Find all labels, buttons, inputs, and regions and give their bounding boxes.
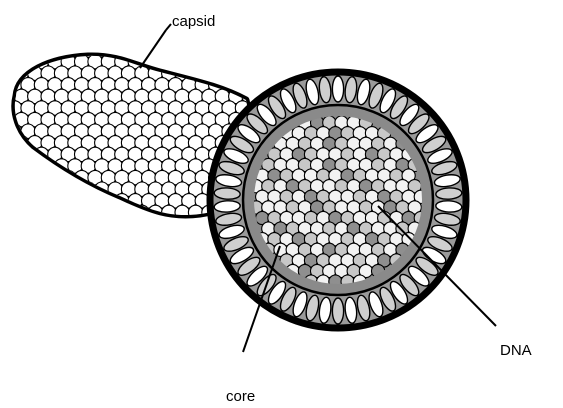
tail-bead (8, 170, 22, 184)
shell-capsomer (332, 76, 343, 102)
tail-bead (1, 136, 15, 150)
tail-bead (195, 217, 209, 231)
tail-bead (28, 205, 42, 219)
tail-bead (1, 66, 15, 80)
tail-bead (88, 194, 102, 208)
tail-bead (235, 78, 249, 92)
tail-bead (8, 194, 22, 208)
tail-bead (209, 54, 223, 68)
tail-bead (195, 54, 209, 68)
tail-bead (182, 54, 196, 68)
tail-bead (255, 43, 269, 57)
tail-bead (202, 43, 216, 57)
tail-bead (229, 66, 243, 80)
tail-bead (235, 54, 249, 68)
tail-bead (61, 217, 75, 231)
tail-bead (242, 66, 256, 80)
tail-bead (215, 43, 229, 57)
tail-bead (75, 194, 89, 208)
tail-bead (8, 147, 22, 161)
tail-bead (68, 205, 82, 219)
tail-bead (28, 159, 42, 173)
capsid-label: capsid (172, 13, 215, 30)
tail-bead (75, 217, 89, 231)
tail-bead (115, 217, 129, 231)
tail-bead (54, 182, 68, 196)
tail-bead (14, 205, 28, 219)
tail-bead (249, 78, 263, 92)
tail-bead (1, 182, 15, 196)
tail-bead (168, 217, 182, 231)
tail-bead (28, 182, 42, 196)
tail-bead (21, 54, 35, 68)
tail-bead (1, 159, 15, 173)
tail-bead (54, 205, 68, 219)
tail-bead (242, 43, 256, 57)
tail-bead (202, 66, 216, 80)
tail-bead (249, 54, 263, 68)
tail-bead (135, 43, 149, 57)
tail-bead (168, 54, 182, 68)
tail-bead (48, 170, 62, 184)
tail-bead (155, 217, 169, 231)
tail-bead (108, 205, 122, 219)
tail-bead (95, 205, 109, 219)
tail-bead (101, 217, 115, 231)
tail-bead (155, 54, 169, 68)
tail-bead (1, 43, 15, 57)
tail-bead (188, 43, 202, 57)
tail-bead (162, 43, 176, 57)
tail-bead (8, 217, 22, 231)
tail-bead (14, 43, 28, 57)
tail-bead (21, 194, 35, 208)
tail-bead (48, 194, 62, 208)
core-label: core (226, 388, 255, 405)
tail-bead (142, 217, 156, 231)
tail-bead (182, 217, 196, 231)
tail-bead (41, 182, 55, 196)
capsid-leader-line (140, 30, 166, 68)
tail-bead (229, 43, 243, 57)
tail-bead (48, 217, 62, 231)
tail-bead (8, 54, 22, 68)
tail-bead (21, 217, 35, 231)
tail-bead (88, 217, 102, 231)
capsid-leader-tick (166, 24, 171, 30)
dna-label: DNA (500, 342, 532, 359)
tail-bead (61, 194, 75, 208)
tail-bead (28, 43, 42, 57)
tail-bead (34, 217, 48, 231)
tail-bead (121, 43, 135, 57)
tail-bead (128, 217, 142, 231)
shell-capsomer (332, 298, 343, 324)
capsid-head (210, 72, 466, 328)
tail-bead (1, 205, 15, 219)
tail-bead (222, 54, 236, 68)
tail-bead (34, 194, 48, 208)
tail-bead (255, 66, 269, 80)
tail-bead (41, 43, 55, 57)
tail-bead (121, 205, 135, 219)
tail-bead (175, 43, 189, 57)
tail-bead (14, 159, 28, 173)
tail-bead (34, 170, 48, 184)
tail-bead (68, 182, 82, 196)
tail-bead (41, 205, 55, 219)
tail-bead (215, 66, 229, 80)
tail-bead (14, 182, 28, 196)
tail-bead (21, 170, 35, 184)
tail-bead (81, 205, 95, 219)
tail-bead (262, 54, 276, 68)
